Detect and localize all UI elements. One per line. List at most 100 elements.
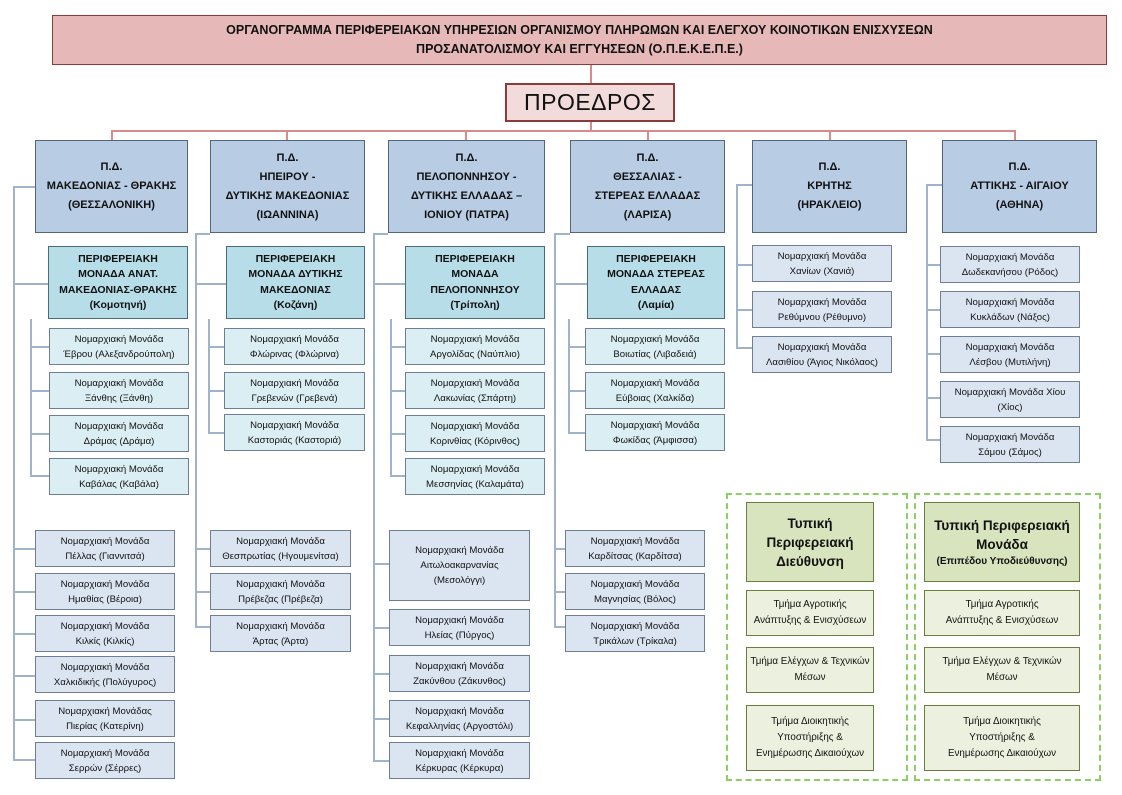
regional-unit-box: ΠΕΡΙΦΕΡΕΙΑΚΗ ΜΟΝΑΔΑ ΑΝΑΤ. ΜΑΚΕΔΟΝΙΑΣ-ΘΡΑ… [48,246,188,319]
prefecture-unit-label: Ρεθύμνου (Ρέθυμνο) [777,311,867,323]
prefecture-unit-label: Νομαρχιακή Μονάδα [777,250,867,262]
legend-department-box: Τμήμα Διοικητικής Υποστήριξης & Ενημέρωσ… [924,705,1080,771]
prefecture-unit-label: Γρεβενών (Γρεβενά) [251,392,338,404]
prefecture-unit-label: Κυκλάδων (Νάξος) [970,311,1050,323]
prefecture-unit-box: Νομαρχιακή Μονάδα Πρέβεζας (Πρέβεζα) [210,573,351,610]
prefecture-unit-label: Κέρκυρας (Κέρκυρα) [415,762,504,774]
prefecture-unit-label: Νομαρχιακή Μονάδα [777,341,867,353]
legend-head-label: Τυπική [787,515,833,531]
prefecture-unit-label: Νομαρχιακή Μονάδα [610,419,700,431]
directorate-box: Π.Δ. ΠΕΛΟΠΟΝΝΗΣΟΥ - ΔΥΤΙΚΗΣ ΕΛΛΑΔΑΣ – ΙΟ… [388,140,545,233]
directorate-label: (ΑΘΗΝΑ) [995,199,1044,211]
prefecture-unit-label: Σάμου (Σάμος) [978,446,1042,458]
prefecture-unit-label: Πιερίας (Κατερίνη) [66,720,144,732]
prefecture-unit-label: Νομαρχιακή Μονάδα [236,620,325,632]
legend-head-label: Μονάδα [976,536,1028,552]
connector-line [208,319,210,433]
prefecture-unit-label: Νομαρχιακή Μονάδα [965,296,1055,308]
directorate-label: ΔΥΤΙΚΗΣ ΕΛΛΑΔΑΣ – [410,189,523,202]
directorate-label: (ΛΑΡΙΣΑ) [623,208,672,221]
connector-line [390,319,392,476]
legend-department-label: Τμήμα Διοικητικής [963,716,1041,727]
legend-unit-head: Τυπική Περιφερειακή Μονάδα (Επιπέδου Υπο… [924,502,1080,582]
connector-line [373,563,389,565]
prefecture-unit-box: Νομαρχιακή Μονάδα Κεφαλληνίας (Αργοστόλι… [389,700,530,737]
prefecture-unit-label: Νομαρχιακή Μονάδα [610,377,700,389]
directorate-label: Π.Δ. [455,151,478,164]
connector-line [195,233,197,627]
prefecture-unit-box: Νομαρχιακή Μονάδα Αργολίδας (Ναύπλιο) [405,328,545,365]
connector-line [13,186,35,188]
connector-line [590,122,592,130]
prefecture-unit-label: Νομαρχιακή Μονάδα [415,614,504,626]
connector-line [554,233,570,235]
legend-department-label: Τμήμα Αγροτικής [965,599,1039,610]
directorate-label: (ΗΡΑΚΛΕΙΟ) [797,199,862,211]
connector-line [208,432,224,434]
prefecture-unit-box: Νομαρχιακή Μονάδα Αιτωλοακαρνανίας (Μεσο… [389,530,530,601]
prefecture-unit-box: Νομαρχιακή Μονάδα Μαγνησίας (Βόλος) [565,573,705,610]
connector-line [13,719,35,721]
connector-line [30,475,49,477]
directorate-box: Π.Δ. ΚΡΗΤΗΣ (ΗΡΑΚΛΕΙΟ) [752,140,907,233]
prefecture-unit-box: Νομαρχιακή Μονάδα Καρδίτσας (Καρδίτσα) [565,530,705,567]
president-label: ΠΡΟΕΔΡΟΣ [524,89,656,115]
prefecture-unit-label: Νομαρχιακή Μονάδα [60,747,150,759]
prefecture-unit-label: Φλώρινας (Φλώρινα) [249,348,340,360]
directorate-label: ΘΕΣΣΑΛΙΑΣ - [613,170,682,183]
prefecture-unit-label: Ξάνθης (Ξάνθη) [84,392,154,404]
prefecture-unit-label: Νομαρχιακή Μονάδα [415,545,504,556]
connector-line [926,184,942,186]
connector-line [13,283,48,285]
legend-department-label: Τμήμα Ελέγχων & Τεχνικών [750,656,870,667]
prefecture-unit-label: Κιλκίς (Κιλκίς) [75,635,135,647]
prefecture-unit-box: Νομαρχιακή Μονάδα Σερρών (Σέρρες) [35,742,175,779]
prefecture-unit-label: Χανίων (Χανιά) [789,265,855,277]
prefecture-unit-label: Λακωνίας (Σπάρτη) [433,392,517,404]
connector-line [829,130,831,140]
connector-line [568,319,570,433]
connector-line [554,626,565,628]
prefecture-unit-label: Λέσβου (Μυτιλήνη) [969,356,1051,368]
connector-line [13,548,35,550]
prefecture-unit-label: Αιτωλοακαρνανίας [420,560,499,571]
prefecture-unit-box: Νομαρχιακή Μονάδα Χίου (Χίος) [940,381,1080,418]
prefecture-unit-label: Κορινθίας (Κόρινθος) [430,435,520,447]
prefecture-unit-label: Πρέβεζας (Πρέβεζα) [238,593,323,605]
regional-unit-box: ΠΕΡΙΦΕΡΕΙΑΚΗ ΜΟΝΑΔΑ ΔΥΤΙΚΗΣ ΜΑΚΕΔΟΝΙΑΣ (… [226,246,365,319]
legend-head-label: Τυπική Περιφερειακή [934,517,1070,533]
prefecture-unit-box: Νομαρχιακή Μονάδα Κέρκυρας (Κέρκυρα) [389,742,530,779]
prefecture-unit-label: (Μεσολόγγι) [433,575,486,586]
connector-line [111,130,113,140]
connector-line [13,186,15,759]
legend-frame-directorate [726,493,908,781]
connector-line [554,548,565,550]
prefecture-unit-label: Πέλλας (Γιαννιτσά) [65,550,145,562]
regional-unit-label: (Κοζάνη) [273,299,318,311]
prefecture-unit-label: Νομαρχιακή Μονάδα [236,535,325,547]
connector-line [195,548,210,550]
prefecture-unit-box: Νομαρχιακή Μονάδα Χανίων (Χανιά) [752,245,892,282]
prefecture-unit-box: Νομαρχιακή Μονάδα Σάμου (Σάμος) [940,426,1080,463]
directorate-label: ΔΥΤΙΚΗΣ ΜΑΚΕΔΟΝΙΑΣ [225,189,350,202]
legend-department-label: Μέσων [794,672,826,683]
connector-line [195,626,210,628]
prefecture-unit-label: Νομαρχιακή Μονάδα [430,377,520,389]
prefecture-unit-label: Νομαρχιακή Μονάδα [74,333,164,345]
prefecture-unit-label: Νομαρχιακή Μονάδα [430,463,520,475]
prefecture-unit-label: Νομαρχιακή Μονάδα [610,333,700,345]
directorate-label: (ΙΩΑΝΝΙΝΑ) [256,208,319,221]
directorate-label: Π.Δ. [100,161,123,173]
prefecture-unit-box: Νομαρχιακή Μονάδα Φωκίδας (Άμφισσα) [585,414,725,451]
prefecture-unit-box: Νομαρχιακή Μονάδα Θεσπρωτίας (Ηγουμενίτσ… [210,530,351,567]
prefecture-unit-label: Άρτας (Άρτα) [252,635,309,647]
connector-line [1014,130,1016,140]
regional-unit-box: ΠΕΡΙΦΕΡΕΙΑΚΗ ΜΟΝΑΔΑ ΠΕΛΟΠΟΝΝΗΣΟΥ (Τρίπολ… [405,246,545,319]
connector-line [390,475,405,477]
legend-head-label: Διεύθυνση [776,553,844,569]
prefecture-unit-label: Ημαθίας (Βέροια) [68,593,142,605]
regional-unit-label: ΜΑΚΕΔΟΝΙΑΣ [260,283,331,296]
prefecture-unit-label: Ζακύνθου (Ζάκυνθος) [413,675,506,687]
legend-department-label: Ενημέρωσης Δικαιούχων [755,748,865,759]
prefecture-unit-box: Νομαρχιακή Μονάδα Λακωνίας (Σπάρτη) [405,372,545,409]
